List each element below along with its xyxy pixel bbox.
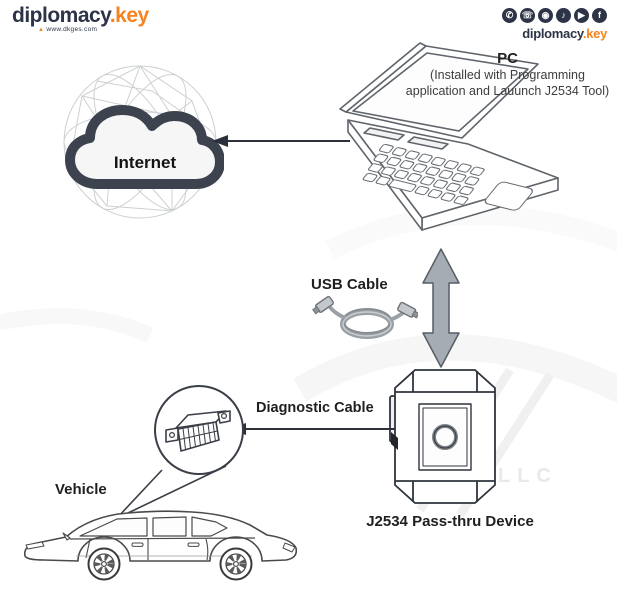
- device-label: J2534 Pass-thru Device: [366, 513, 534, 530]
- diagnostic-cable-label: Diagnostic Cable: [256, 400, 374, 416]
- usb-cable-illustration: [312, 295, 418, 339]
- brand-tagline: ▲ www.dkges.com: [38, 26, 98, 33]
- vehicle-illustration: [23, 510, 298, 581]
- facebook-icon[interactable]: f: [592, 8, 607, 23]
- laptop-touchpad: [484, 181, 533, 211]
- internet-arrow: [212, 135, 350, 147]
- whatsapp-icon[interactable]: ✆: [502, 8, 517, 23]
- brand-logo-text: diplomacy.key: [12, 4, 149, 27]
- social-icons: ✆☏◉♪▶f: [502, 8, 607, 23]
- front-wheel: [87, 547, 121, 581]
- tagline-arrow-icon: ▲: [38, 27, 45, 33]
- obd-tab-right: [217, 410, 231, 424]
- phone-icon[interactable]: ☏: [520, 8, 535, 23]
- obd-tab-left: [165, 427, 179, 443]
- brand-logo-small[interactable]: diplomacy.key: [522, 26, 607, 41]
- tiktok-icon[interactable]: ♪: [556, 8, 571, 23]
- laptop-illustration: [339, 42, 559, 231]
- header-right: ✆☏◉♪▶f diplomacy.key: [502, 8, 607, 41]
- instagram-icon[interactable]: ◉: [538, 8, 553, 23]
- pc-subtitle: (Installed with Programming application …: [405, 68, 610, 98]
- rear-wheel: [219, 547, 253, 581]
- j2534-device-illustration: [389, 369, 496, 504]
- pc-title: PC: [497, 50, 518, 67]
- pc-label-block: PC (Installed with Programming applicati…: [400, 50, 615, 99]
- callout-lines: [116, 465, 227, 519]
- obd-connector-callout: [154, 385, 244, 475]
- internet-label: Internet: [114, 153, 177, 172]
- llc-watermark-text: LLC: [498, 465, 558, 487]
- brand-logo[interactable]: diplomacy.key ▲ www.dkges.com: [12, 5, 149, 34]
- vehicle-label: Vehicle: [55, 481, 107, 498]
- usb-cable-label: USB Cable: [311, 276, 388, 293]
- cloud-shape: [65, 105, 224, 189]
- internet-globe-illustration: Internet: [63, 65, 224, 219]
- diagnostic-cable-arrow: [230, 423, 395, 435]
- youtube-icon[interactable]: ▶: [574, 8, 589, 23]
- usb-connection-arrow: [422, 248, 460, 368]
